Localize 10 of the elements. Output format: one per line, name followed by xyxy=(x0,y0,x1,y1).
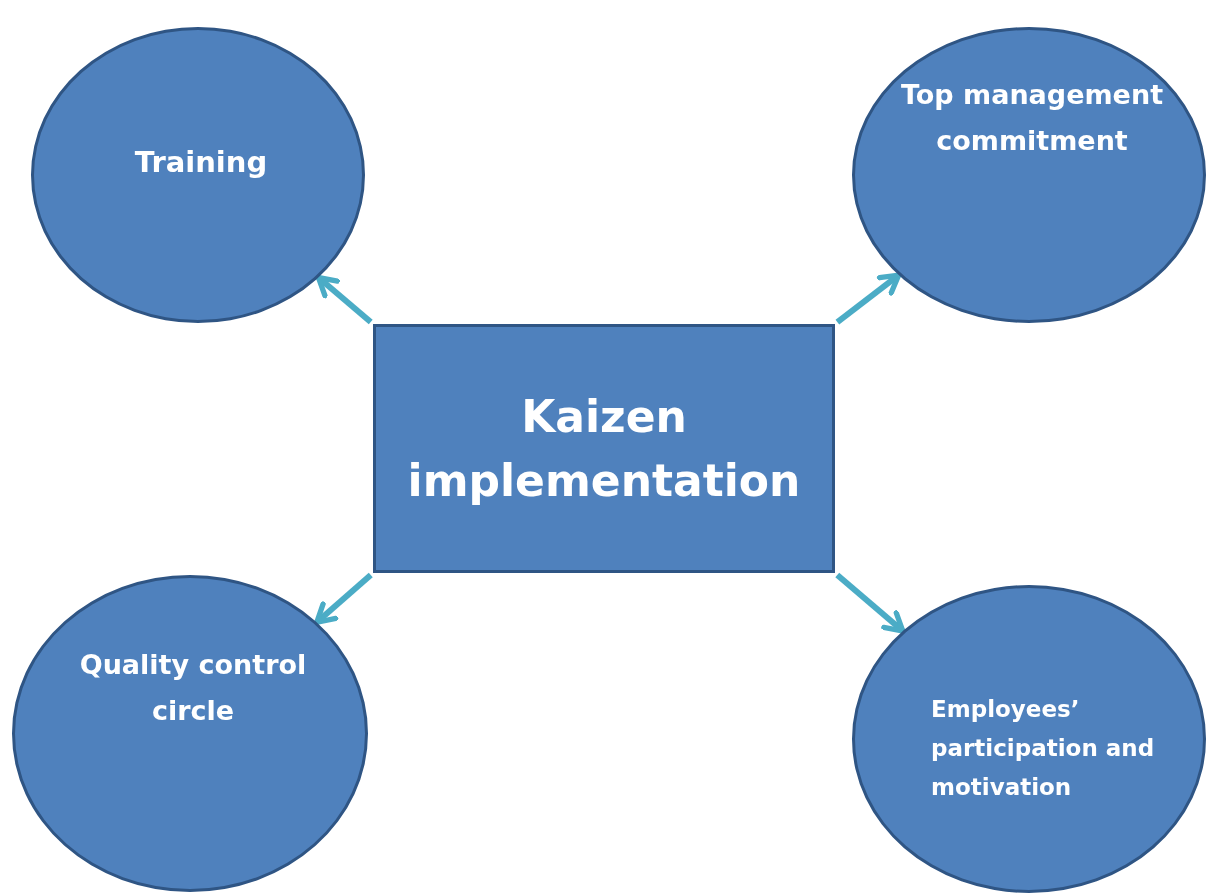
node-label: Quality control circle xyxy=(78,648,308,728)
arrow xyxy=(314,572,373,625)
node-label: Top management commitment xyxy=(899,78,1165,158)
arrow xyxy=(835,572,906,634)
arrow xyxy=(835,272,902,325)
node-label: Training xyxy=(133,144,269,181)
process-box xyxy=(373,324,835,573)
box-label: Kaizen implementation xyxy=(406,389,802,508)
node-label: Employees’ participation and motivation xyxy=(931,695,1156,803)
arrow xyxy=(315,274,373,325)
